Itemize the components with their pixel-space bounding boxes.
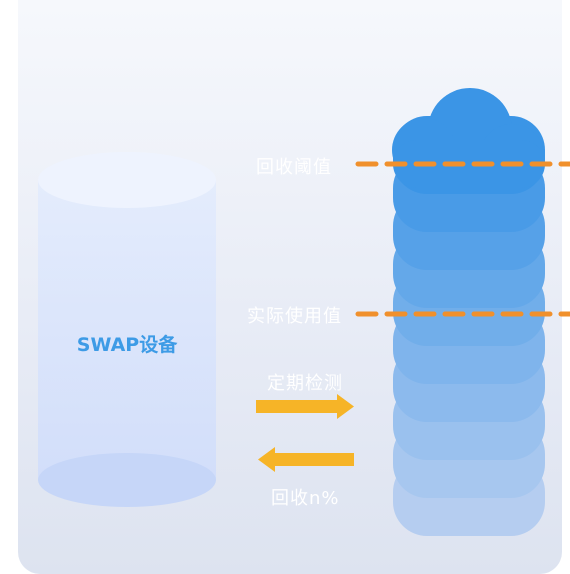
swap-device-label: SWAP设备 — [76, 334, 178, 356]
periodic-check-label: 定期检测 — [267, 373, 343, 394]
right-arrow-icon — [256, 394, 354, 419]
cloud-icon — [392, 88, 545, 188]
swap-device-cylinder — [38, 152, 216, 507]
left-arrow-icon — [258, 447, 354, 472]
actual-usage-label: 实际使用值 — [247, 306, 342, 327]
reclaim-threshold-label: 回收阈值 — [256, 157, 332, 178]
reclaim-n-label: 回收n% — [271, 488, 340, 509]
